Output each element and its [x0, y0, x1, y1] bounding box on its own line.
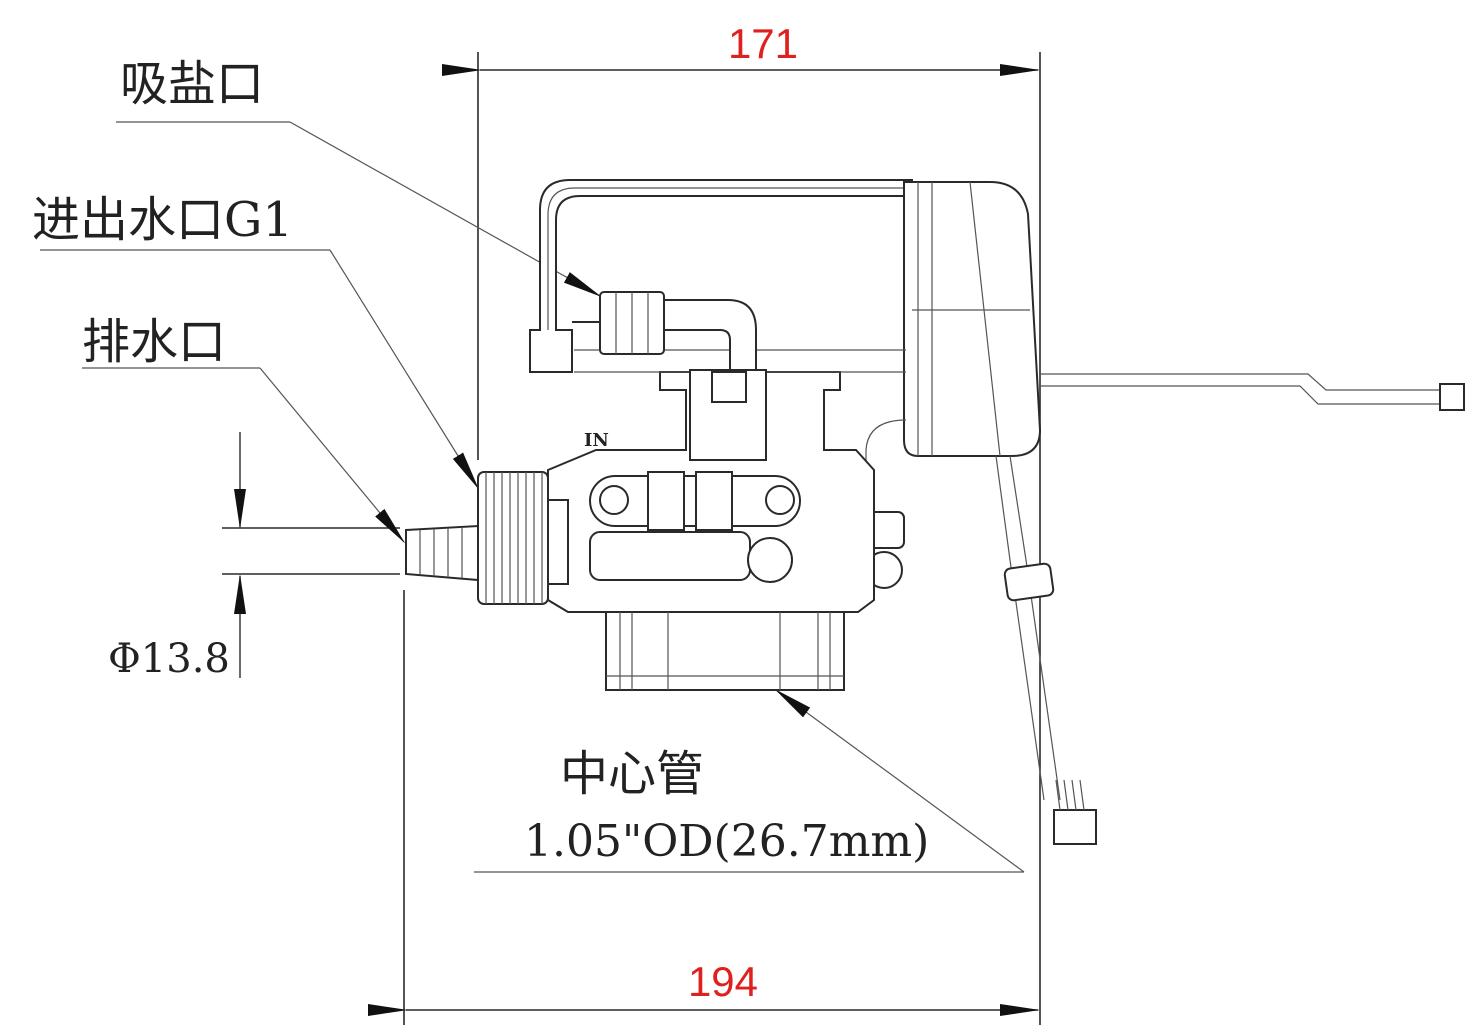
cable-grommet — [1003, 562, 1055, 602]
manifold-port-2 — [695, 471, 733, 531]
side-cable — [1040, 373, 1440, 405]
drain-diameter-dimension: Φ13.8 — [108, 432, 400, 682]
drain-barb-rings — [419, 527, 463, 578]
top-width-value: 171 — [728, 20, 798, 67]
callout-brine-port: 吸盐口 — [116, 56, 602, 297]
lower-cable — [995, 455, 1061, 801]
lower-screw — [747, 537, 793, 583]
bottom-width-dimension: 194 — [368, 590, 1040, 1025]
brine-elbow — [663, 299, 757, 373]
connector-wires — [1055, 779, 1085, 811]
lower-chamber — [589, 531, 751, 581]
inlet-outlet-knurling — [485, 472, 543, 604]
center-tube-size: 1.05"OD(26.7mm) — [524, 816, 929, 867]
side-cable-connector — [1439, 383, 1465, 411]
brine-port-label: 吸盐口 — [120, 56, 264, 112]
inlet-outlet-label: 进出水口G1 — [32, 192, 293, 248]
manifold-screw-right — [765, 485, 795, 515]
lower-cable-connector — [1053, 809, 1097, 845]
callout-drain-port: 排水口 — [82, 314, 406, 544]
adapter-bore-lines — [667, 612, 781, 690]
inlet-outlet-collar — [547, 499, 569, 585]
adapter-thread-lines — [619, 612, 831, 690]
top-width-dimension: 171 — [442, 20, 1041, 1025]
top-bracket — [529, 179, 913, 373]
motor-housing — [903, 181, 1042, 457]
bottom-width-value: 194 — [688, 958, 758, 1005]
callout-inlet-outlet: 进出水口G1 — [32, 192, 480, 490]
callout-center-tube: 中心管 1.05"OD(26.7mm) — [474, 688, 1025, 873]
drain-port-leader — [259, 367, 406, 544]
top-bracket-inner-line — [547, 187, 912, 330]
drain-barb — [405, 524, 479, 582]
housing-seam-3 — [969, 181, 1001, 457]
inlet-outlet-leader — [329, 249, 480, 490]
stem-cap — [711, 371, 747, 403]
manifold-port-1 — [647, 471, 685, 531]
drain-port-label: 排水口 — [82, 314, 226, 370]
drain-diameter-label: Φ13.8 — [108, 636, 230, 682]
manifold-screw-left — [599, 485, 629, 515]
valve-illustration: IN — [405, 179, 1465, 845]
bottom-adapter — [605, 611, 845, 691]
center-tube-title: 中心管 — [560, 746, 704, 802]
inlet-outlet-thread — [477, 471, 549, 605]
center-tube-leader — [774, 688, 1025, 873]
in-marking: IN — [584, 430, 609, 451]
